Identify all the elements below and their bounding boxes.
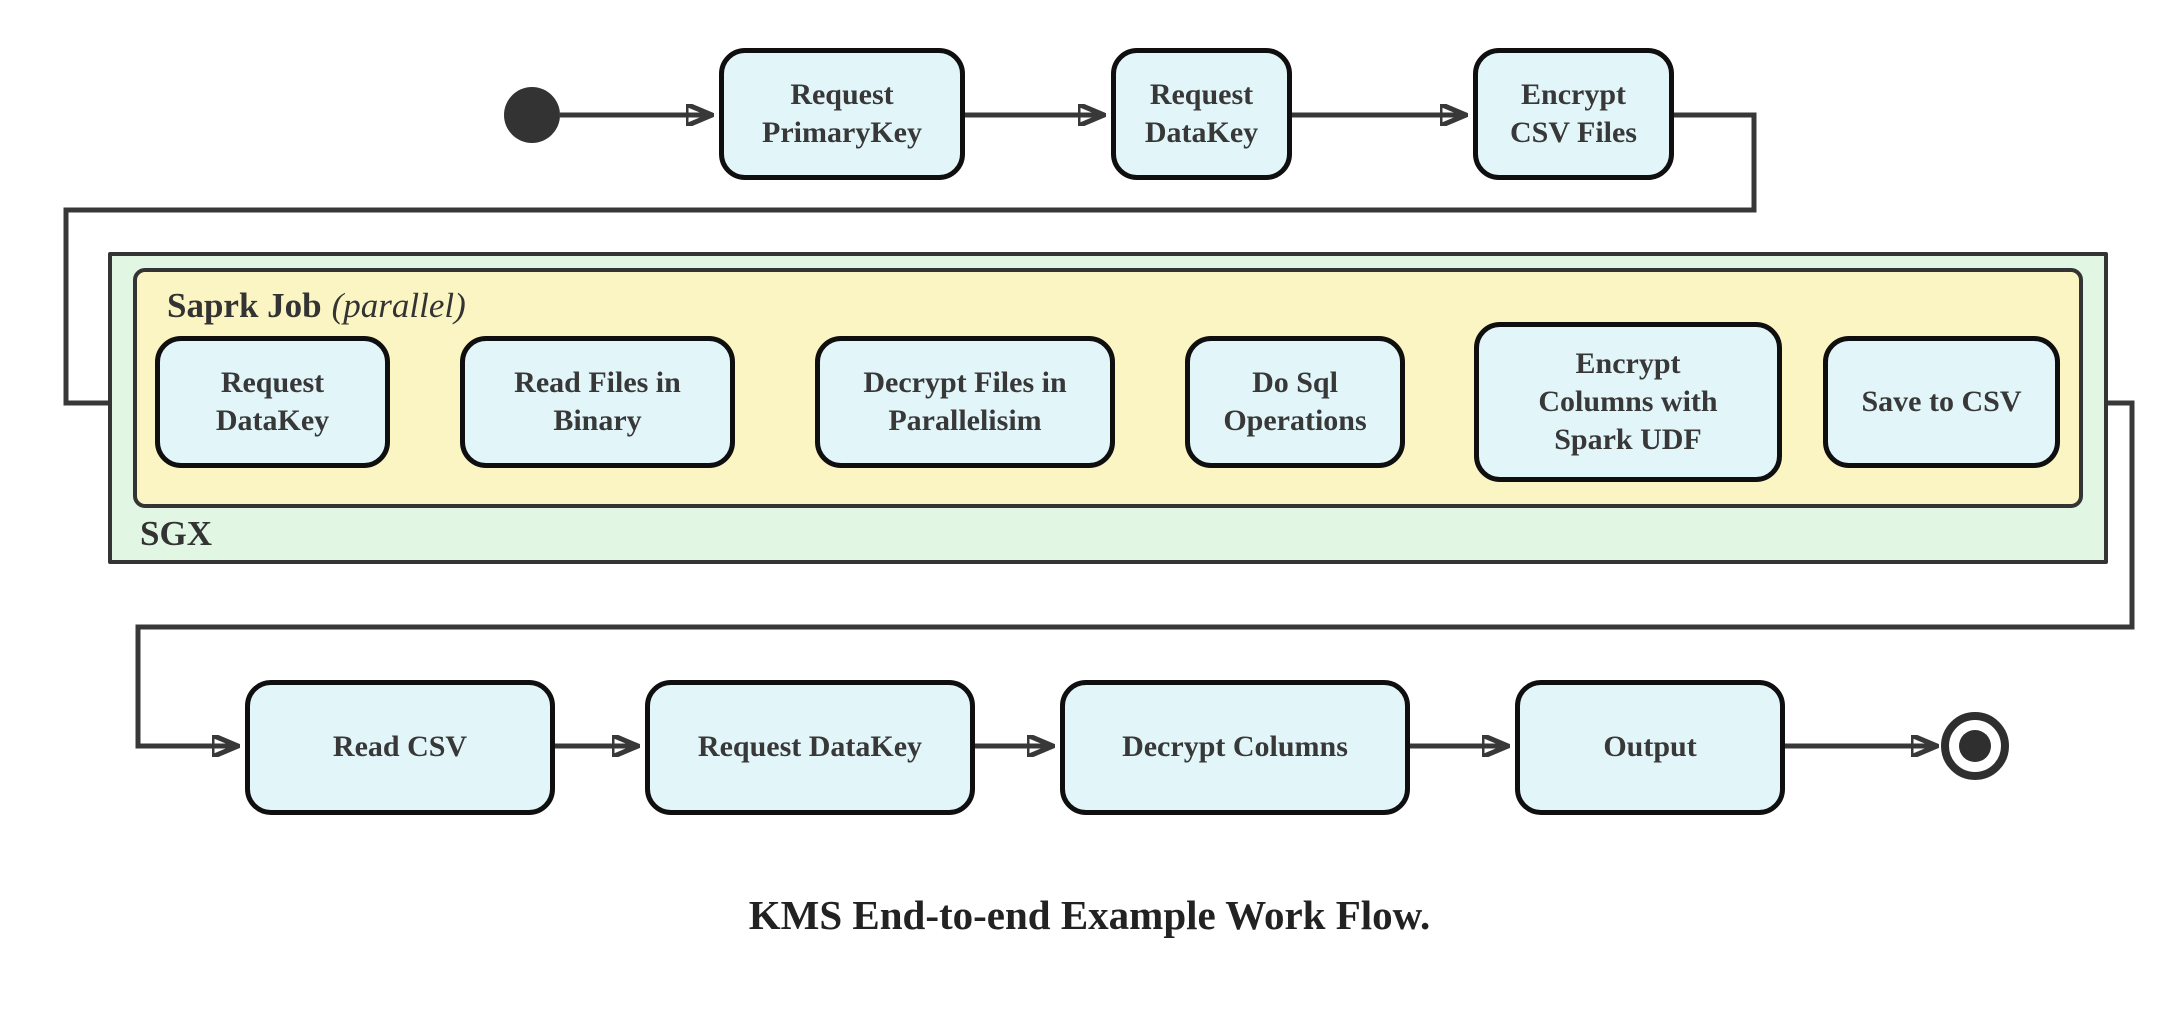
diagram-caption: KMS End-to-end Example Work Flow. bbox=[748, 892, 1431, 938]
node-request-datakey-sgx: Request DataKey bbox=[155, 336, 390, 468]
spark-job-label-text: Saprk Job bbox=[167, 286, 322, 325]
sgx-container-label: SGX bbox=[140, 514, 212, 553]
node-label: Request DataKey bbox=[215, 365, 330, 437]
node-decrypt-columns: Decrypt Columns bbox=[1060, 680, 1410, 815]
node-label: Output bbox=[1603, 730, 1697, 764]
node-label: Do Sql Operations bbox=[1223, 365, 1367, 437]
node-encrypt-columns-with-spark-udf: Encrypt Columns with Spark UDF bbox=[1474, 322, 1782, 482]
start-state-icon bbox=[504, 87, 560, 143]
node-save-to-csv: Save to CSV bbox=[1823, 336, 2060, 468]
node-read-files-in-binary: Read Files in Binary bbox=[460, 336, 735, 468]
node-request-datakey-top: Request DataKey bbox=[1111, 48, 1292, 180]
node-label: Encrypt Columns with Spark UDF bbox=[1538, 346, 1718, 457]
node-request-primarykey: Request PrimaryKey bbox=[719, 48, 965, 180]
node-label: Request PrimaryKey bbox=[762, 77, 922, 149]
node-label: Save to CSV bbox=[1861, 384, 2022, 418]
node-label: Decrypt Files in Parallelisim bbox=[863, 365, 1067, 437]
spark-job-container-label: Saprk Job(parallel) bbox=[167, 286, 466, 326]
node-label: Request DataKey bbox=[1144, 77, 1259, 149]
final-state-icon bbox=[1941, 712, 2009, 780]
node-label: Read CSV bbox=[332, 730, 468, 764]
node-do-sql-operations: Do Sql Operations bbox=[1185, 336, 1405, 468]
node-read-csv: Read CSV bbox=[245, 680, 555, 815]
node-label: Read Files in Binary bbox=[514, 365, 681, 437]
node-encrypt-csv-files: Encrypt CSV Files bbox=[1473, 48, 1674, 180]
node-label: Decrypt Columns bbox=[1122, 730, 1348, 764]
node-label: Request DataKey bbox=[697, 730, 923, 764]
node-label: Encrypt CSV Files bbox=[1510, 77, 1637, 149]
final-state-inner-dot bbox=[1959, 730, 1991, 762]
spark-job-parallel-text: (parallel) bbox=[331, 286, 466, 325]
node-request-datakey-bottom: Request DataKey bbox=[645, 680, 975, 815]
node-decrypt-files-in-parallelisim: Decrypt Files in Parallelisim bbox=[815, 336, 1115, 468]
node-output: Output bbox=[1515, 680, 1785, 815]
